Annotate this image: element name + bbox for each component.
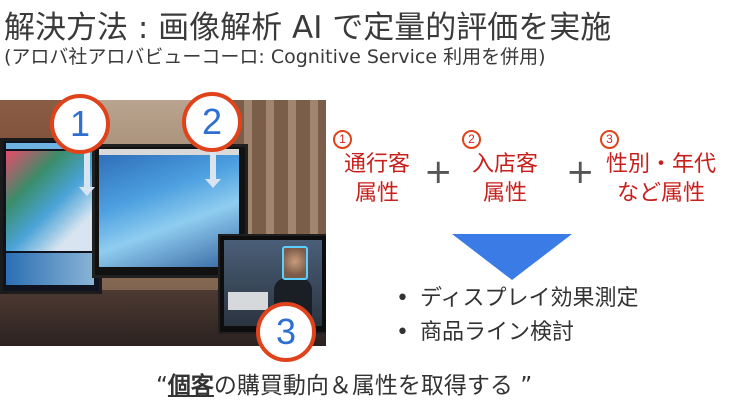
summary-text: の購買動向＆属性を取得する (213, 373, 521, 399)
slide-subtitle: (アロバ社アロバビューコーロ: Cognitive Service 利用を併用) (4, 46, 546, 68)
photo-marker-2: 2 (182, 92, 242, 152)
summary-close-quote: ” (520, 373, 533, 399)
bullet-item: • 商品ライン検討 (396, 316, 638, 350)
bullet-list: • ディスプレイ効果測定 • 商品ライン検討 (396, 282, 638, 350)
category-2-number: 2 (462, 130, 481, 149)
plus-sign-1: + (424, 152, 453, 192)
down-triangle-icon (452, 234, 572, 280)
face-detection-box (282, 246, 308, 280)
monitor-street-view-lower (6, 253, 94, 285)
summary-open-quote: “ (156, 373, 168, 399)
arrow-down-1-icon (79, 148, 95, 196)
category-1-line2: 属性 (355, 181, 400, 206)
monitor-street-view-image (6, 151, 94, 251)
category-2-label: 入店客 属性 (472, 150, 538, 208)
category-1-number: 1 (333, 130, 352, 149)
monitor-store-view-bar (99, 149, 239, 155)
category-1-label: 通行客 属性 (344, 150, 410, 208)
arrow-down-2-icon (205, 150, 221, 188)
photo-marker-1: 1 (50, 94, 110, 154)
category-1-line1: 通行客 (344, 152, 411, 177)
bullet-dot: • (396, 320, 409, 345)
category-2-line1: 入店客 (472, 152, 539, 177)
monitor-street-view-bar (6, 143, 94, 149)
face-label-panel (228, 292, 268, 310)
category-3-line1: 性別・年代 (606, 152, 717, 177)
bullet-text: 商品ライン検討 (420, 320, 575, 345)
category-3-number: 3 (600, 130, 619, 149)
category-3-label: 性別・年代 など属性 (606, 150, 716, 208)
summary-emphasis: 個客 (167, 373, 214, 399)
bullet-item: • ディスプレイ効果測定 (396, 282, 638, 316)
summary-statement: “個客の購買動向＆属性を取得する ” (156, 366, 532, 400)
bullet-text: ディスプレイ効果測定 (420, 286, 639, 311)
slide-title: 解決方法 : 画像解析 AI で定量的評価を実施 (4, 10, 612, 46)
photo-marker-3: 3 (256, 302, 316, 362)
bullet-dot: • (396, 286, 409, 311)
plus-sign-2: + (566, 152, 595, 192)
category-2-line2: 属性 (483, 181, 528, 206)
monitor-street-view (0, 138, 102, 294)
category-3-line2: など属性 (617, 181, 706, 206)
